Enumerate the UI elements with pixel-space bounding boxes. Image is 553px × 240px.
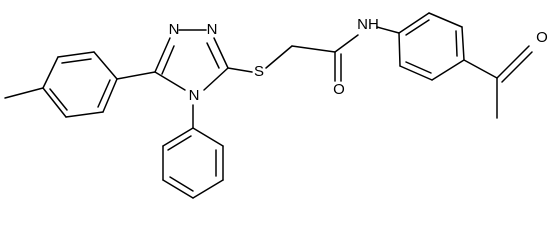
bond-sulfur-ch2 xyxy=(265,45,293,69)
bond-triazole-n4-c5 xyxy=(154,71,186,91)
bond-nh-aryl xyxy=(376,26,400,34)
bond-tolyl-6-inner xyxy=(49,88,68,111)
chemical-structure-diagram: N N N S NH O O xyxy=(4,12,548,199)
bond-triazole-c3-n4 xyxy=(203,67,229,91)
bond-phenyl-4 xyxy=(192,179,224,199)
bond-tolyl-2 xyxy=(57,51,95,58)
bond-tolyl-4 xyxy=(102,78,118,113)
bond-tolyl-5 xyxy=(65,111,104,118)
bond-methyl xyxy=(4,87,44,99)
bond-aryl-1-inner xyxy=(405,19,430,36)
bond-ch2-carbonyl xyxy=(291,45,336,53)
bond-aryl-2 xyxy=(428,12,463,28)
bond-tolyl-3 xyxy=(93,51,118,80)
atom-labels: N N N S NH O O xyxy=(169,16,548,104)
bond-aryl-1 xyxy=(398,12,430,34)
bond-acetyl-o xyxy=(496,45,530,79)
bond-aryl-acetyl xyxy=(463,59,498,79)
bond-tolyl-4-inner xyxy=(97,79,111,108)
bond-c3-sulfur xyxy=(227,67,253,73)
bond-triazole-c5-n1 xyxy=(154,37,171,73)
bond-triazole-c5-n1-inner xyxy=(161,45,175,75)
bond-phenyl-1-inner xyxy=(167,135,192,151)
bond-aryl-3 xyxy=(461,26,465,61)
atom-label-n2: N xyxy=(207,21,218,38)
bonds xyxy=(4,12,533,199)
bond-phenyl-6 xyxy=(192,127,224,147)
atom-label-n4: N xyxy=(189,87,200,104)
bond-triazole-n2-c3 xyxy=(213,37,229,69)
atom-label-n1: N xyxy=(169,21,180,38)
bond-aryl-5-inner xyxy=(405,61,432,74)
bond-aryl-4 xyxy=(431,59,465,81)
atom-label-sulfur: S xyxy=(254,63,264,80)
bond-aryl-6 xyxy=(398,32,401,67)
atom-label-amide-nh: NH xyxy=(357,16,379,33)
bond-tolyl-6 xyxy=(42,87,67,118)
bond-tolyl-1 xyxy=(42,56,59,89)
bond-carbonyl-nh xyxy=(334,34,359,53)
bond-triazole-n2-c3-inner xyxy=(206,42,220,69)
atom-label-amide-oxygen: O xyxy=(333,81,345,98)
bond-tolyl-triazole xyxy=(116,71,156,80)
bond-tolyl-2-inner xyxy=(61,58,92,64)
bond-aryl-3-inner xyxy=(455,30,458,57)
atom-label-acetyl-oxygen: O xyxy=(536,29,548,46)
bond-phenyl-3 xyxy=(162,179,194,199)
bond-phenyl-1 xyxy=(162,127,194,147)
bond-phenyl-3-inner xyxy=(169,176,194,192)
bond-acetyl-o-second xyxy=(501,51,533,83)
bond-aryl-5 xyxy=(399,65,433,81)
